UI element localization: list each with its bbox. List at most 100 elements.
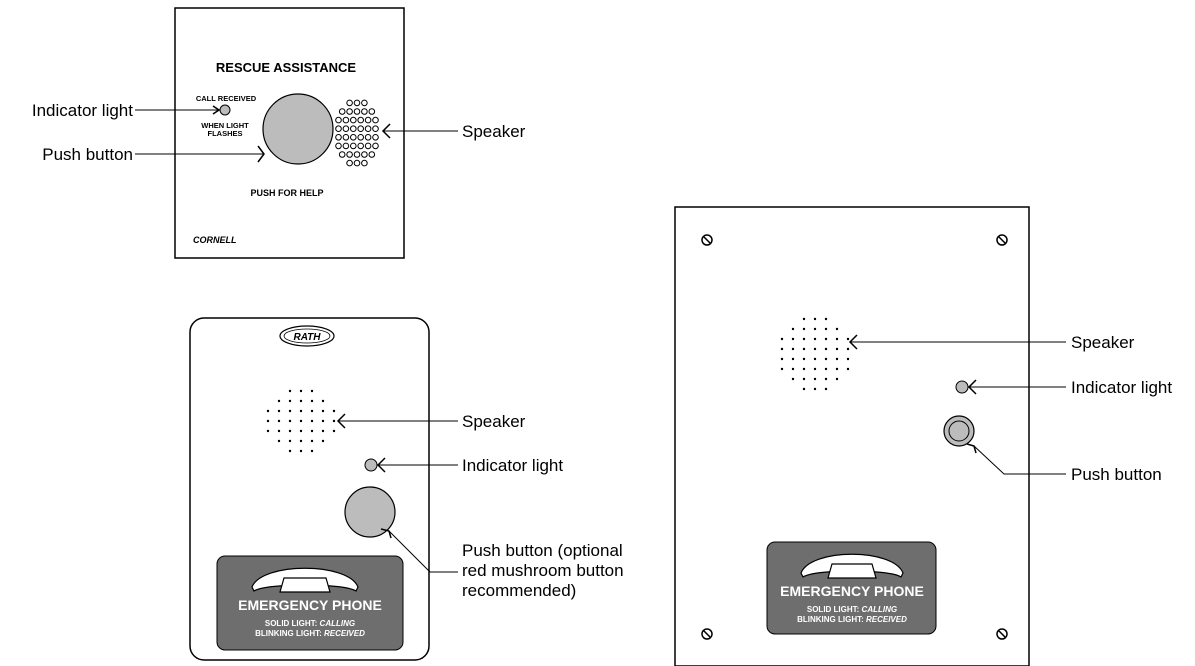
speaker-hole	[321, 439, 325, 443]
speaker-hole	[335, 125, 342, 132]
speaker-hole	[791, 377, 795, 381]
speaker-hole	[277, 419, 281, 423]
speaker-hole	[310, 409, 314, 413]
indicator-caption-3: FLASHES	[207, 129, 242, 138]
speaker-hole	[338, 151, 346, 158]
sign-line-1: SOLID LIGHT: CALLING	[265, 619, 355, 628]
speaker-hole	[353, 108, 361, 115]
speaker-hole	[813, 327, 817, 331]
speaker-hole	[824, 387, 828, 391]
indicator-light-label: Indicator light	[1071, 378, 1172, 397]
indicator-light[interactable]	[955, 380, 969, 394]
rath-logo-inner	[283, 328, 331, 344]
speaker-hole	[266, 419, 270, 423]
speaker-hole	[813, 337, 817, 341]
speaker-hole	[310, 449, 314, 453]
speaker-hole	[332, 419, 336, 423]
speaker-hole	[802, 347, 806, 351]
speaker-hole	[288, 439, 292, 443]
speaker-hole	[824, 377, 828, 381]
screw-slot	[703, 630, 711, 638]
indicator-light[interactable]	[364, 458, 378, 472]
speaker-hole	[346, 151, 353, 158]
rath-logo-outer	[279, 325, 335, 347]
push-button-label: Push button	[1071, 465, 1162, 484]
speaker-hole	[813, 357, 817, 361]
speaker-hole	[299, 429, 303, 433]
speaker-hole	[364, 116, 372, 124]
speaker-hole	[361, 159, 368, 167]
speaker-hole	[372, 142, 379, 150]
handset-icon	[800, 553, 904, 579]
indicator-caption-1: CALL RECEIVED	[196, 94, 257, 103]
speaker-grille	[780, 317, 850, 391]
speaker-hole	[368, 151, 376, 158]
indicator-light-label: Indicator light	[462, 456, 563, 475]
speaker-arrowhead	[848, 334, 858, 350]
speaker-hole	[802, 327, 806, 331]
speaker-hole	[824, 357, 828, 361]
panel-rath: RATH EMERGENCY PHONE SOLID LIGHT: CALLIN…	[189, 317, 624, 661]
speaker-hole	[372, 125, 379, 132]
speaker-hole	[310, 439, 314, 443]
speaker-hole	[266, 409, 270, 413]
speaker-hole	[824, 317, 828, 321]
speaker-hole	[364, 134, 372, 141]
speaker-hole	[299, 449, 303, 453]
push-button[interactable]	[344, 486, 396, 538]
panel-cornell-title: RESCUE ASSISTANCE	[216, 60, 356, 75]
indicator-light[interactable]	[219, 104, 231, 116]
speaker-hole	[353, 151, 361, 158]
speaker-hole	[780, 367, 784, 371]
speaker-hole	[791, 327, 795, 331]
screw-slot	[998, 630, 1006, 638]
speaker-hole	[846, 357, 850, 361]
speaker-hole	[357, 142, 365, 150]
speaker-hole	[813, 317, 817, 321]
brand-label: CORNELL	[193, 235, 237, 245]
speaker-hole	[372, 134, 379, 141]
panel-cornell: RESCUE ASSISTANCE CALL RECEIVED WHEN LIG…	[32, 7, 526, 259]
speaker-hole	[310, 399, 314, 403]
screw-slot	[998, 236, 1006, 244]
indicator-arrowhead	[212, 105, 221, 115]
speaker-grille	[266, 389, 336, 453]
speaker-hole	[372, 116, 379, 124]
rath-logo-text: RATH	[293, 332, 321, 343]
speaker-hole	[277, 439, 281, 443]
speaker-label: Speaker	[462, 412, 526, 431]
speaker-hole	[277, 429, 281, 433]
speaker-hole	[288, 409, 292, 413]
speaker-hole	[357, 116, 365, 124]
speaker-hole	[791, 337, 795, 341]
speaker-hole	[332, 429, 336, 433]
speaker-hole	[802, 357, 806, 361]
speaker-hole	[353, 159, 361, 167]
speaker-hole	[321, 419, 325, 423]
push-leader	[973, 445, 1066, 475]
speaker-hole	[350, 125, 357, 132]
push-button-label: Push button	[42, 145, 133, 164]
speaker-hole	[299, 389, 303, 393]
push-arrowhead	[257, 145, 265, 163]
speaker-grille	[335, 99, 379, 167]
push-button[interactable]	[948, 420, 970, 442]
speaker-hole	[346, 108, 353, 115]
speaker-hole	[780, 337, 784, 341]
speaker-hole	[350, 134, 357, 141]
push-button[interactable]	[262, 93, 334, 165]
speaker-hole	[321, 429, 325, 433]
sign-line-1: SOLID LIGHT: CALLING	[807, 605, 897, 614]
speaker-hole	[791, 347, 795, 351]
speaker-hole	[835, 347, 839, 351]
speaker-hole	[813, 367, 817, 371]
speaker-hole	[364, 142, 372, 150]
speaker-hole	[310, 419, 314, 423]
speaker-hole	[364, 125, 372, 132]
screw-slot	[703, 236, 711, 244]
speaker-hole	[835, 377, 839, 381]
speaker-hole	[791, 357, 795, 361]
speaker-hole	[846, 347, 850, 351]
speaker-hole	[813, 377, 817, 381]
speaker-hole	[342, 125, 350, 132]
